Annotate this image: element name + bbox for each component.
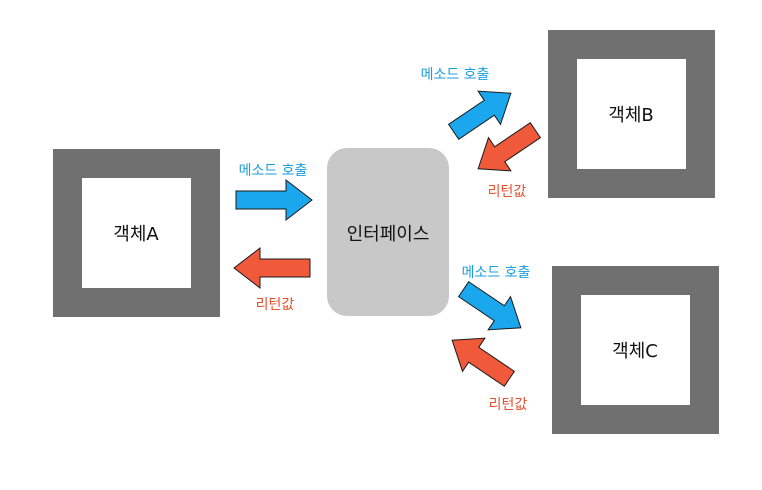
call-arrow-b [447, 90, 512, 140]
object-b: 객체B [548, 30, 715, 198]
return-arrow-a [233, 246, 311, 290]
return-label-a: 리턴값 [256, 297, 295, 313]
object-c: 객체C [552, 266, 719, 434]
object-b-inner [577, 59, 686, 169]
interface-shape [327, 148, 449, 316]
object-c-label: 객체C [612, 341, 658, 362]
object-a-inner [82, 178, 191, 288]
return-label-b: 리턴값 [488, 184, 527, 200]
call-arrow-a [235, 178, 313, 222]
call-label-a: 메소드 호출 [239, 163, 308, 179]
return-label-c: 리턴값 [489, 397, 528, 413]
object-b-label: 객체B [608, 105, 653, 126]
interface-label: 인터페이스 [347, 224, 430, 245]
call-label-c: 메소드 호출 [462, 265, 531, 281]
object-a: 객체A [53, 149, 220, 317]
object-c-inner [581, 295, 690, 405]
interface-box: 인터페이스 [327, 148, 449, 316]
return-arrow-b [477, 122, 542, 172]
object-a-label: 객체A [113, 224, 159, 245]
return-arrow-c [451, 337, 516, 387]
call-label-b: 메소드 호출 [421, 67, 490, 83]
call-arrow-c [457, 281, 522, 331]
